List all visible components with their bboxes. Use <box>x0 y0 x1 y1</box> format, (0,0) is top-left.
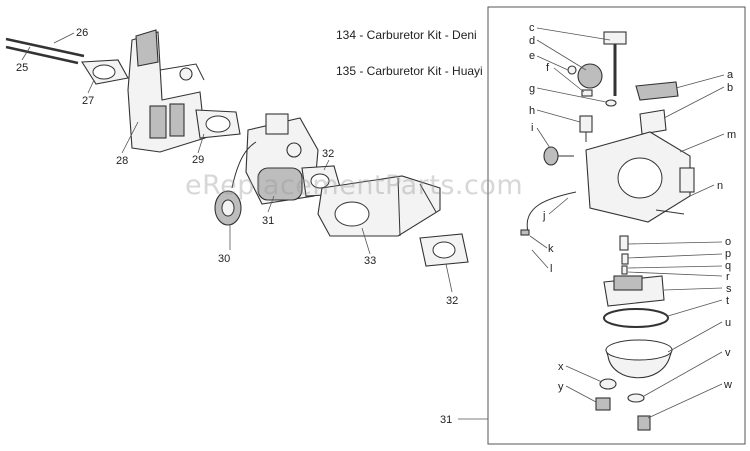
callout-q: q <box>725 260 731 272</box>
detail-nut-y <box>595 397 611 411</box>
callout-28: 28 <box>116 155 128 167</box>
part-30-primer <box>214 190 242 226</box>
callout-31: 31 <box>262 215 274 227</box>
callout-l: l <box>550 263 552 275</box>
detail-carburetor-body <box>585 131 695 223</box>
callout-33: 33 <box>364 255 376 267</box>
detail-throttle-plate <box>635 81 679 135</box>
callout-d: d <box>529 35 535 47</box>
callout-p: p <box>725 248 731 260</box>
callout-32-upper: 32 <box>322 148 334 160</box>
callout-s: s <box>726 283 732 295</box>
callout-c: c <box>529 22 535 34</box>
detail-washer-x <box>599 378 617 390</box>
callout-25: 25 <box>16 62 28 74</box>
detail-throttle-shaft <box>603 31 627 96</box>
kit-title-huayi: 135 - Carburetor Kit - Huayi <box>336 64 483 78</box>
part-29-gasket <box>195 109 241 139</box>
callout-e: e <box>529 50 535 62</box>
part-32-gasket-lower <box>419 233 469 267</box>
detail-idle-screws <box>543 115 593 166</box>
callout-r: r <box>726 271 730 283</box>
callout-v: v <box>725 347 731 359</box>
callout-k: k <box>548 243 554 255</box>
detail-float-bowl <box>605 339 673 379</box>
part-27-gasket <box>81 59 129 85</box>
callout-w: w <box>723 379 732 391</box>
callout-g: g <box>529 83 535 95</box>
callout-h: h <box>529 105 535 117</box>
detail-drain-bolt <box>637 415 651 431</box>
part-31-carburetor <box>231 113 319 205</box>
detail-jets <box>619 235 629 275</box>
callout-n: n <box>717 180 723 192</box>
kit-title-deni: 134 - Carburetor Kit - Deni <box>336 28 477 42</box>
callout-31-box: 31 <box>440 414 452 426</box>
callout-32-lower: 32 <box>446 295 458 307</box>
callout-t: t <box>726 295 729 307</box>
detail-o-ring <box>603 308 669 328</box>
detail-choke-parts <box>567 63 603 97</box>
detail-float <box>603 275 665 307</box>
leader-lines <box>21 27 725 420</box>
part-33-insulator-plate <box>317 175 441 237</box>
detail-fuel-line <box>520 191 577 236</box>
callout-a: a <box>727 69 734 81</box>
detail-float-pin <box>655 209 685 215</box>
callout-30: 30 <box>218 253 230 265</box>
callout-j: j <box>542 210 545 222</box>
callout-y: y <box>558 381 564 393</box>
callout-x: x <box>558 361 564 373</box>
callout-m: m <box>727 129 736 141</box>
callout-f: f <box>546 62 550 74</box>
callout-27: 27 <box>82 95 94 107</box>
callout-u: u <box>725 317 731 329</box>
detail-washer <box>605 99 617 107</box>
part-25-26-studs <box>5 37 85 65</box>
part-28-air-cleaner-base <box>127 29 206 153</box>
carburetor-detail-box <box>487 6 746 445</box>
callout-o: o <box>725 236 731 248</box>
callout-i: i <box>531 122 533 134</box>
callout-29: 29 <box>192 154 204 166</box>
detail-bowl-washer <box>627 393 645 403</box>
callout-labels: 26 25 27 28 29 30 31 32 33 32 31 c d e f… <box>16 22 736 426</box>
callout-b: b <box>727 82 733 94</box>
callout-26: 26 <box>76 27 88 39</box>
watermark: eReplacementParts.com <box>185 170 524 201</box>
